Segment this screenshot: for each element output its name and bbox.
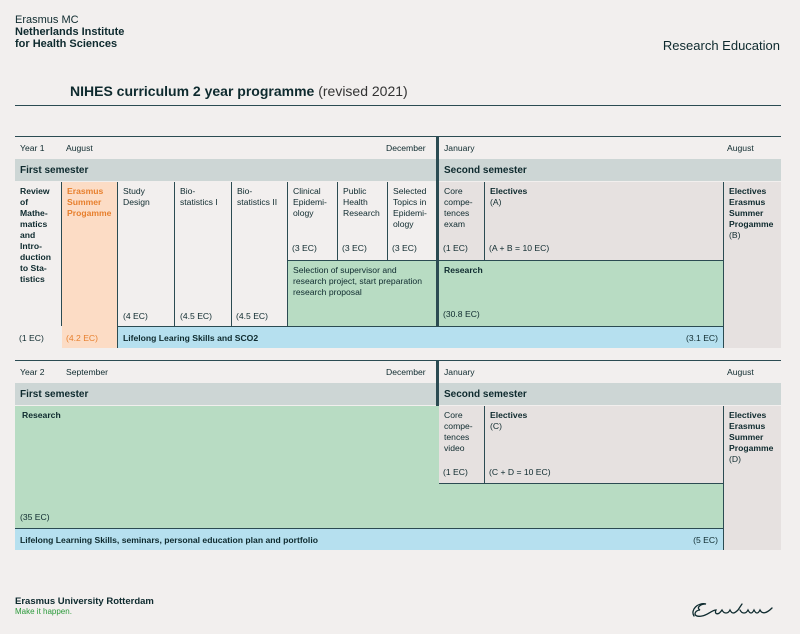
course-study-design: Study Design	[118, 182, 175, 326]
core-exam-ec: (1 EC)	[443, 243, 468, 253]
year1-label: Year 1	[20, 143, 45, 153]
electives-a-label: Electives	[490, 186, 528, 196]
electives-a: Electives (A)	[485, 182, 723, 260]
title-note: (revised 2021)	[318, 83, 408, 99]
course-core-exam: Core compe-tences exam	[439, 182, 485, 260]
year1-research-label: Research	[444, 265, 483, 275]
electives-summer-b-label: Electives Erasmus Summer Progamme	[729, 186, 774, 229]
year1-research-ec: (30.8 EC)	[443, 309, 480, 319]
year2-research-ec: (35 EC)	[20, 512, 50, 522]
biostat1-ec: (4.5 EC)	[180, 311, 212, 321]
year2-research-label: Research	[22, 410, 61, 420]
university-name: Erasmus University Rotterdam	[15, 596, 154, 607]
course-summer-programme: Erasmus Summer Progamme	[62, 182, 118, 348]
course-selected-topics: Selected Topics in Epidemi-ology	[393, 186, 427, 229]
year1-start-month: August	[66, 143, 93, 153]
university-tagline: Make it happen.	[15, 607, 72, 616]
year2-mid-month: December	[386, 367, 426, 377]
year1-end-month: August	[727, 143, 754, 153]
electives-summer-d-sub: (D)	[729, 454, 741, 464]
year2-jan: January	[444, 367, 475, 377]
year2-start-month: September	[66, 367, 109, 377]
review-math-ec: (1 EC)	[19, 333, 44, 343]
study-design-ec: (4 EC)	[123, 311, 148, 321]
electives-c-underline	[439, 483, 723, 484]
electives-c-label: Electives	[490, 410, 528, 420]
year1-first-semester: First semester	[15, 159, 436, 181]
year2-first-semester: First semester	[15, 383, 436, 405]
year1-lifelong-label: Lifelong Learing Skills and SCO2	[123, 333, 259, 343]
electives-a-ec: (A + B = 10 EC)	[489, 243, 550, 253]
year1-mid-month: December	[386, 143, 426, 153]
electives-c: Electives (C)	[485, 406, 723, 484]
title-rule	[15, 105, 781, 106]
institute-name: Erasmus MC Netherlands Institute for Hea…	[15, 14, 124, 50]
course-clin-epi: Clinical Epidemi-ology	[288, 182, 338, 260]
org-line2: Netherlands Institute	[15, 26, 125, 38]
biostat2-ec: (4.5 EC)	[236, 311, 268, 321]
year1-second-semester: Second semester	[439, 159, 781, 181]
course-public-health: Public Health Research	[338, 182, 388, 260]
electives-summer-d-label: Electives Erasmus Summer Progamme	[729, 410, 774, 453]
electives-c-sub: (C)	[490, 421, 502, 431]
course-review-math: Review of Mathe-matics and Intro-duction…	[15, 182, 62, 326]
erasmus-signature-logo	[692, 603, 773, 617]
year1-divider	[436, 136, 439, 348]
year2-rule	[15, 360, 781, 361]
year1-lifelong: Lifelong Learing Skills and SCO2 (3.1 EC…	[118, 326, 723, 348]
year2-label: Year 2	[20, 367, 45, 377]
title-main: NIHES curriculum 2 year programme	[70, 83, 315, 99]
course-biostat2: Bio-statistics II	[232, 182, 288, 326]
year2-lifelong-ec: (5 EC)	[693, 535, 718, 545]
core-video-ec: (1 EC)	[443, 467, 468, 477]
year1-rule	[15, 136, 781, 137]
electives-summer-d: Electives Erasmus Summer Progamme (D)	[723, 406, 781, 550]
year2-lifelong-label: Lifelong Learning Skills, seminars, pers…	[20, 535, 318, 545]
org-line1: Erasmus MC	[15, 14, 79, 26]
year1-lifelong-ec: (3.1 EC)	[686, 333, 718, 343]
supervisor-selection: Selection of supervisor and research pro…	[288, 260, 436, 326]
department-label: Research Education	[662, 38, 780, 53]
year1-research: Research	[439, 260, 723, 326]
electives-summer-b: Electives Erasmus Summer Progamme (B)	[723, 182, 781, 348]
summer-ec: (4.2 EC)	[66, 333, 98, 343]
course-core-video: Core compe-tences video	[439, 406, 485, 484]
year2-end-month: August	[727, 367, 754, 377]
selected-topics-ec: (3 EC)	[392, 243, 417, 253]
electives-summer-b-sub: (B)	[729, 230, 741, 240]
electives-a-sub: (A)	[490, 197, 502, 207]
electives-c-ec: (C + D = 10 EC)	[489, 467, 551, 477]
year1-jan: January	[444, 143, 475, 153]
course-biostat1: Bio-statistics I	[175, 182, 232, 326]
org-line3: for Health Sciences	[15, 38, 118, 50]
clin-epi-ec: (3 EC)	[292, 243, 317, 253]
year2-second-semester: Second semester	[439, 383, 781, 405]
public-health-ec: (3 EC)	[342, 243, 367, 253]
year2-lifelong: Lifelong Learning Skills, seminars, pers…	[15, 528, 723, 550]
page-title: NIHES curriculum 2 year programme (revis…	[70, 83, 408, 99]
